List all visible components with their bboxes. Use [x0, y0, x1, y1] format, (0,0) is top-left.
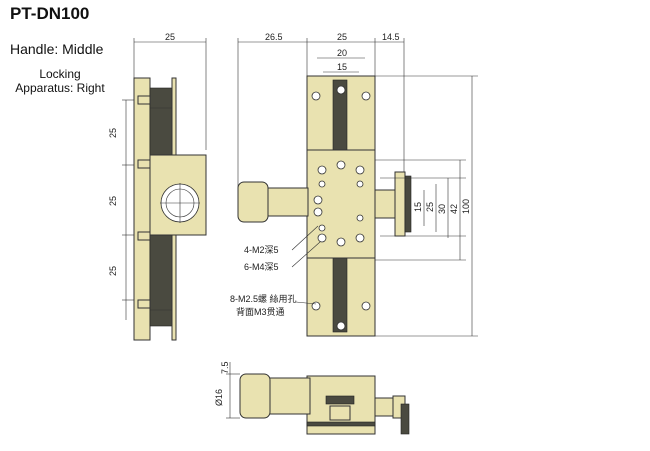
dim-side-left-b: 25 [108, 196, 118, 206]
dim-front-width: 25 [337, 32, 347, 42]
callout-m4: 6-M4深5 [244, 262, 279, 272]
dim-bottom-75: 7.5 [220, 361, 230, 374]
bottom-view: 7.5 Ø16 [214, 361, 410, 435]
dim-inner-20: 20 [337, 48, 347, 58]
callout-m25-line2: 背面M3贯通 [236, 306, 285, 317]
dim-side-top: 25 [165, 32, 175, 42]
callout-m25-line1: 8-M2.5螺 絲用孔 [230, 293, 297, 304]
side-view: 25 25 25 25 [108, 32, 207, 341]
dim-front-left: 26.5 [265, 32, 283, 42]
dim-right-42: 42 [449, 204, 459, 214]
dim-side-left-a: 25 [108, 128, 118, 138]
dim-bottom-16: Ø16 [214, 389, 224, 406]
dim-right-100: 100 [461, 199, 471, 214]
product-title: PT-DN100 [10, 4, 90, 23]
dim-side-left-c: 25 [108, 266, 118, 276]
dim-right-25: 25 [425, 202, 435, 212]
dim-front-right: 14.5 [382, 32, 400, 42]
dim-right-30: 30 [437, 204, 447, 214]
handle-position-label: Handle: Middle [10, 41, 104, 57]
front-view: 26.5 25 14.5 20 15 [230, 32, 478, 337]
dim-right-15: 15 [413, 202, 423, 212]
locking-apparatus-label: Locking Apparatus: Right [15, 67, 105, 95]
callout-m2: 4-M2深5 [244, 245, 279, 255]
dim-inner-15: 15 [337, 62, 347, 72]
